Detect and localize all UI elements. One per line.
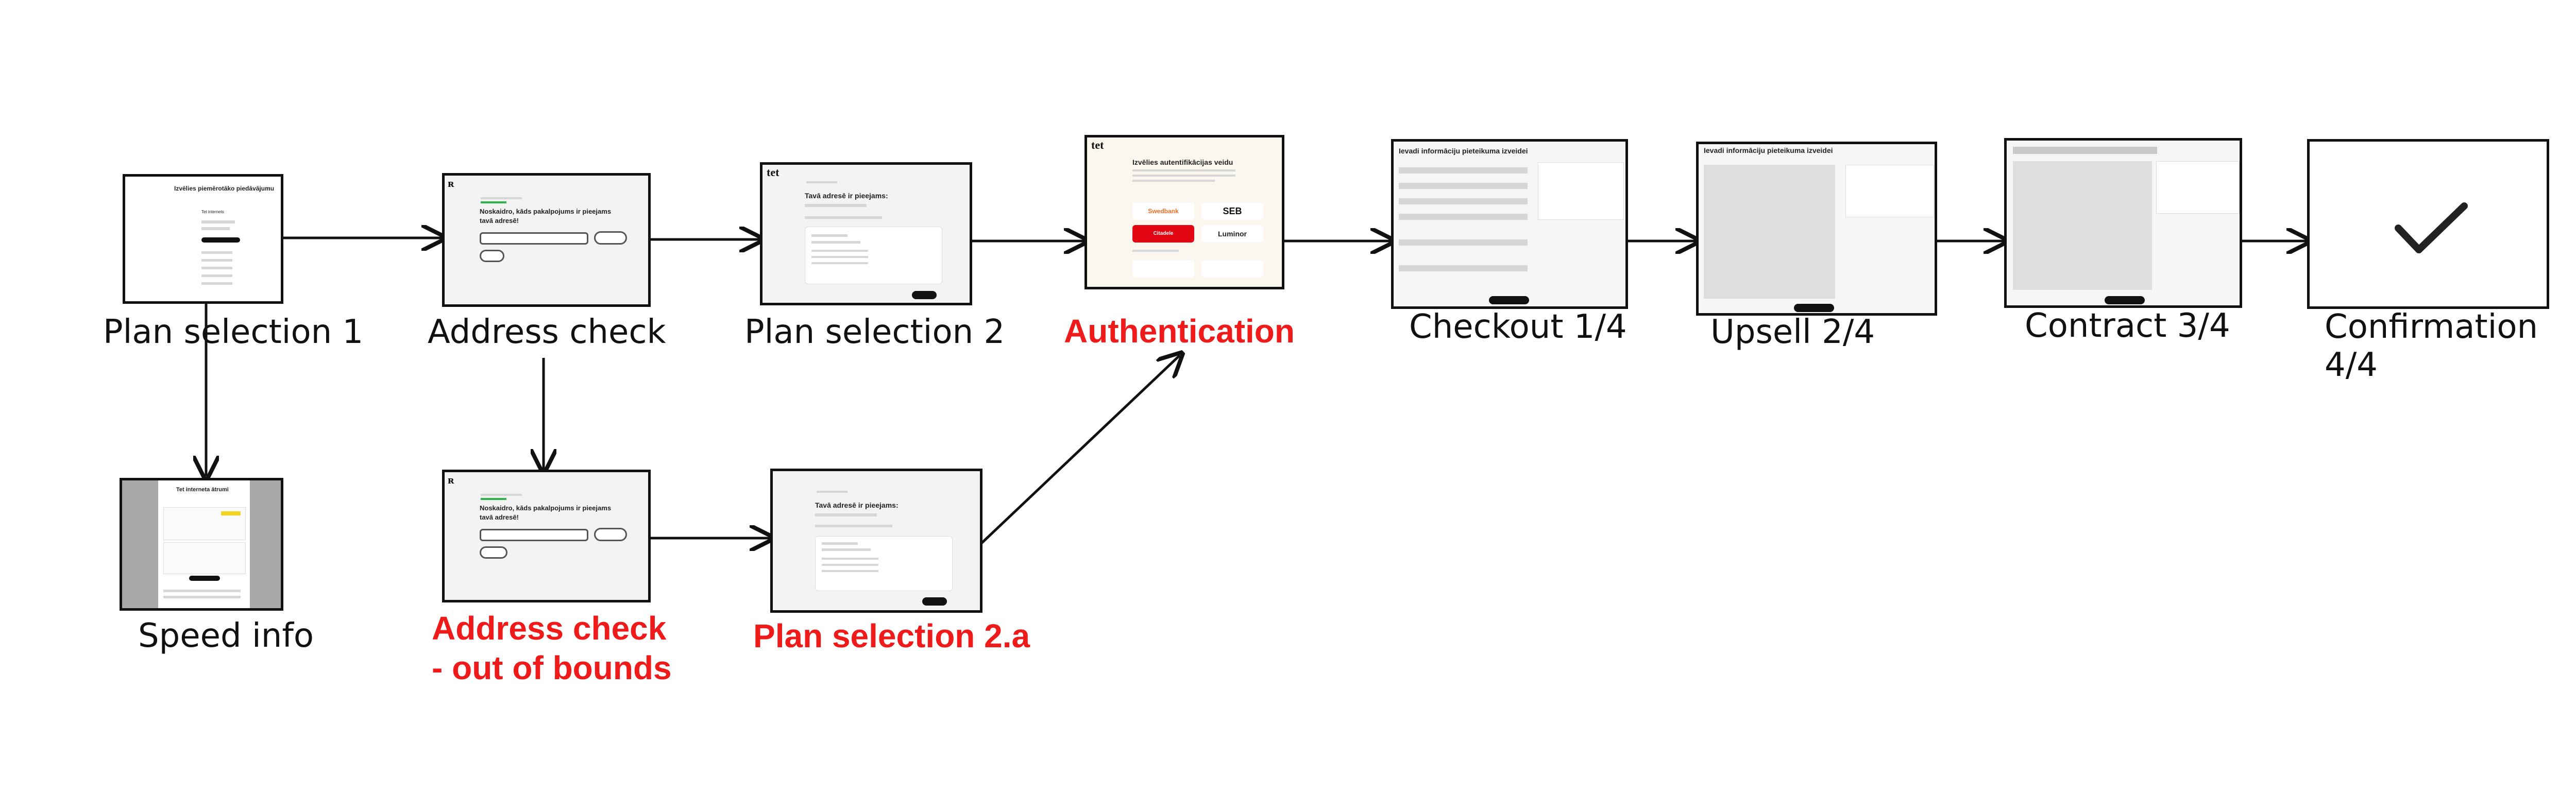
screen-line-2: tavā adresē!: [480, 217, 519, 225]
screen-contract[interactable]: [2004, 138, 2242, 308]
screen-title: Ievadi informāciju pieteikuma izveidei: [1704, 146, 1833, 154]
bank-luminor[interactable]: Luminor: [1201, 225, 1263, 243]
screen-line-1: Noskaidro, kāds pakalpojums ir pieejams: [480, 208, 612, 215]
label-contract: Contract 3/4: [2025, 307, 2230, 345]
tet-logo-icon: ʀ: [448, 473, 454, 486]
screen-speed-info[interactable]: Tet interneta ātrumi: [120, 478, 283, 611]
screen-address-check-out-of-bounds[interactable]: ʀ Noskaidro, kāds pakalpojums ir pieejam…: [442, 470, 651, 602]
label-confirmation-line-1: Confirmation: [2325, 308, 2538, 346]
label-plan-selection-1: Plan selection 1: [103, 313, 364, 351]
screen-title: Izvēlies piemērotāko piedāvājumu: [174, 185, 275, 192]
label-plan-selection-2: Plan selection 2: [744, 313, 1005, 351]
screen-title: Ievadi informāciju pieteikuma izveidei: [1399, 147, 1528, 155]
check-icon: [2395, 202, 2468, 253]
screen-plan-selection-2a[interactable]: Tavā adresē ir pieejams:: [770, 469, 982, 613]
label-address-check-oob-line-1: Address check: [432, 610, 667, 647]
screen-title: Izvēlies autentifikācijas veidu: [1132, 158, 1233, 166]
label-address-check-oob-line-2: - out of bounds: [432, 649, 672, 686]
smart-id-option[interactable]: [1132, 260, 1194, 278]
screen-subtitle: Tet internets: [201, 210, 224, 214]
label-speed-info: Speed info: [138, 617, 314, 655]
label-upsell: Upsell 2/4: [1710, 313, 1875, 351]
label-address-check: Address check: [428, 313, 666, 351]
screen-plan-selection-1[interactable]: Izvēlies piemērotāko piedāvājumu Tet int…: [123, 174, 283, 304]
bank-swedbank[interactable]: Swedbank: [1132, 202, 1194, 220]
label-confirmation-line-2: 4/4: [2325, 346, 2378, 384]
bank-seb[interactable]: SEB: [1201, 202, 1263, 220]
label-plan-selection-2a: Plan selection 2.a: [753, 617, 1030, 654]
screen-upsell[interactable]: Ievadi informāciju pieteikuma izveidei: [1696, 142, 1937, 316]
label-checkout: Checkout 1/4: [1409, 308, 1627, 346]
e-signature-option[interactable]: [1201, 260, 1263, 278]
screen-line-1: Noskaidro, kāds pakalpojums ir pieejams: [480, 504, 612, 512]
screen-title: Tet interneta ātrumi: [176, 487, 229, 493]
bank-citadele[interactable]: Citadele: [1132, 225, 1194, 243]
screen-confirmation[interactable]: [2307, 139, 2549, 309]
tet-logo-icon: ʀ: [448, 177, 454, 189]
arrow-plan2a-to-auth: [980, 355, 1180, 544]
tet-logo: tet: [767, 166, 779, 179]
screen-address-check[interactable]: ʀ Noskaidro, kāds pakalpojums ir pieejam…: [442, 173, 651, 307]
screen-authentication[interactable]: tet Izvēlies autentifikācijas veidu Swed…: [1084, 135, 1284, 289]
screen-title: Tavā adresē ir pieejams:: [805, 192, 888, 200]
screen-line-2: tavā adresē!: [480, 513, 519, 521]
screen-checkout[interactable]: Ievadi informāciju pieteikuma izveidei: [1391, 139, 1628, 309]
label-authentication: Authentication: [1064, 313, 1295, 350]
screen-plan-selection-2[interactable]: tet Tavā adresē ir pieejams:: [760, 162, 972, 305]
tet-logo: tet: [1091, 139, 1104, 151]
screen-title: Tavā adresē ir pieejams:: [815, 501, 899, 509]
